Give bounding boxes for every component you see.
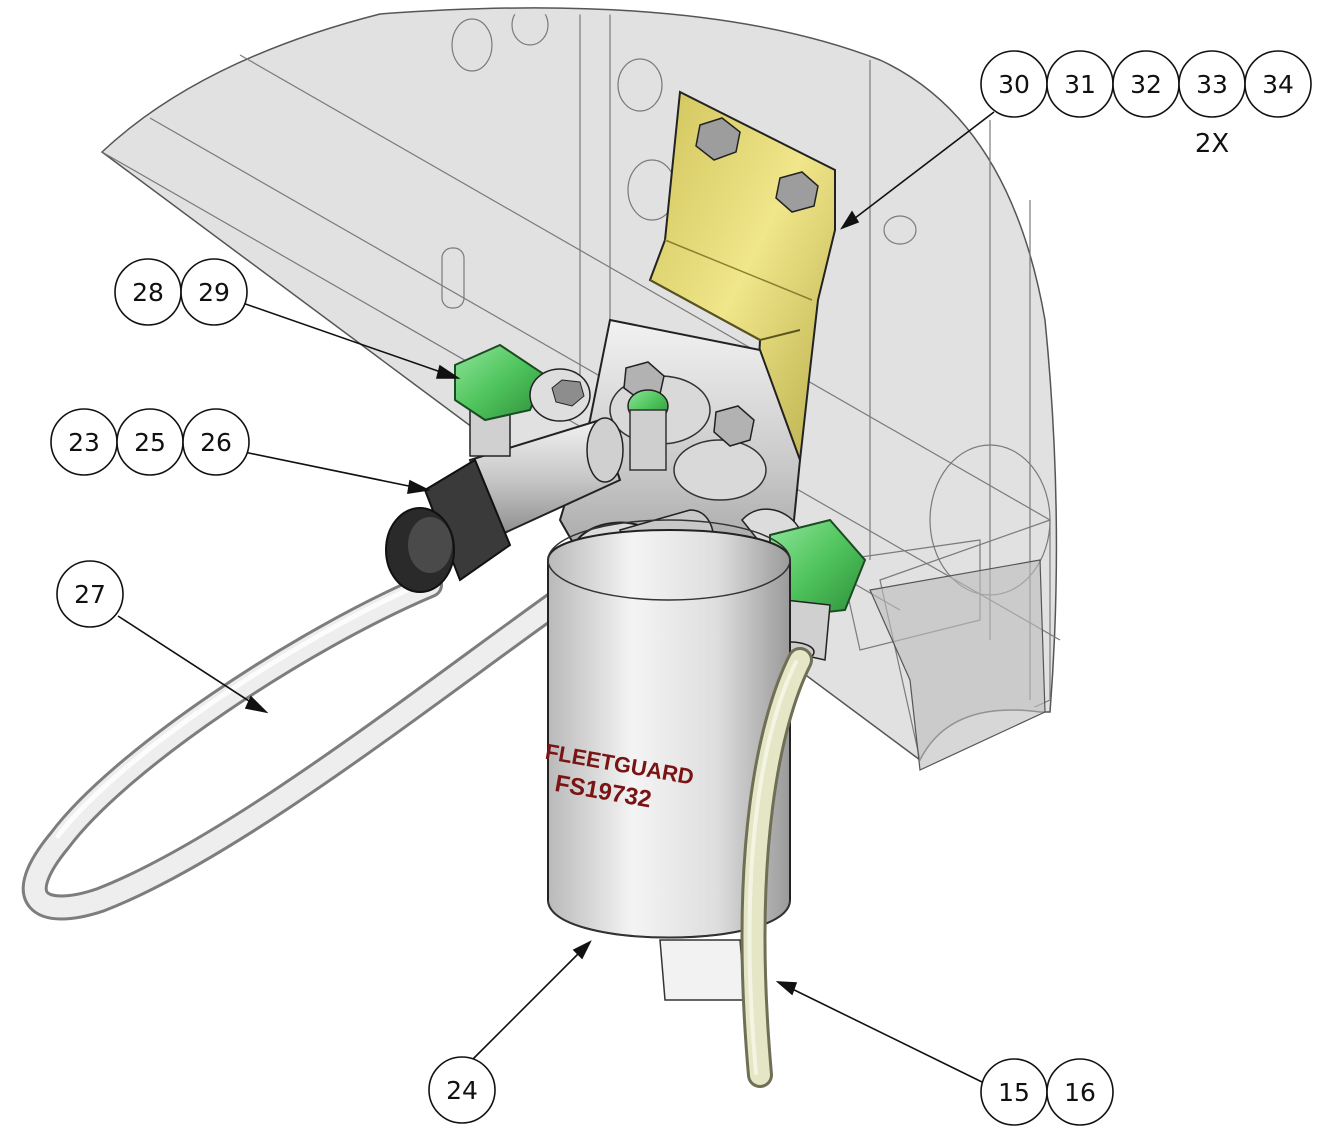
- leader-arrowhead: [572, 940, 592, 960]
- housing-panel-edge: [239, 54, 1051, 521]
- housing-hole: [511, 14, 549, 46]
- balloon-group-23-26: 23 25 26: [50, 408, 250, 476]
- balloon: [56, 560, 124, 628]
- balloon-label: 26: [200, 428, 232, 457]
- balloon: [180, 258, 248, 326]
- balloon: [1244, 50, 1312, 118]
- upper-elbow-fitting: [454, 343, 591, 457]
- leader-line: [233, 299, 459, 379]
- fuel-hose: [740, 647, 813, 1088]
- balloon: [428, 1056, 496, 1124]
- fuel-filter: FLEETGUARD FS19732: [543, 519, 791, 1001]
- balloon-label: 16: [1064, 1078, 1096, 1107]
- leader-arrowhead: [775, 981, 798, 996]
- balloon-label: 15: [998, 1078, 1030, 1107]
- balloon-label: 24: [446, 1076, 478, 1105]
- leader-lines: [117, 111, 995, 1083]
- balloon-label: 25: [134, 428, 166, 457]
- leader-arrowhead: [407, 479, 431, 494]
- housing-hole: [451, 18, 493, 72]
- leader-arrowhead: [244, 695, 269, 714]
- leader-line: [841, 111, 995, 229]
- balloon-label: 28: [132, 278, 164, 307]
- leader-line: [117, 615, 267, 713]
- housing-pin: [441, 247, 465, 309]
- leader-line: [777, 981, 983, 1083]
- balloon-label: 23: [68, 428, 100, 457]
- hex-bolt: [695, 117, 741, 161]
- head-port: [673, 439, 767, 501]
- balloon: [182, 408, 250, 476]
- return-hose: [21, 572, 573, 921]
- balloon-label: 29: [198, 278, 230, 307]
- balloon-label: 33: [1196, 70, 1228, 99]
- hex-bolt: [775, 171, 819, 213]
- quantity-note: 2X: [1195, 129, 1229, 159]
- housing-hole: [617, 58, 663, 112]
- balloon-group-27: 27: [56, 560, 124, 628]
- drain-valve: [659, 939, 746, 1001]
- mounting-bracket: [648, 90, 836, 462]
- leader-line: [243, 451, 429, 491]
- balloon-group-15-16: 15 16: [980, 1058, 1114, 1126]
- hex-bolt: [713, 405, 755, 447]
- balloon-group-28-29: 28 29: [114, 258, 248, 326]
- leader-line: [469, 941, 591, 1063]
- bleed-screw-body: [629, 409, 667, 471]
- balloon-label: 27: [74, 580, 106, 609]
- housing-block: [879, 519, 1051, 760]
- balloon-label: 31: [1064, 70, 1096, 99]
- balloon-label: 34: [1262, 70, 1294, 99]
- housing-lower-block: [869, 559, 1046, 771]
- balloon-label: 30: [998, 70, 1030, 99]
- balloon: [1046, 1058, 1114, 1126]
- balloon-group-30-34: 30 31 32 33 34 2X: [980, 50, 1312, 159]
- balloon-label: 32: [1130, 70, 1162, 99]
- balloon-group-24: 24: [428, 1056, 496, 1124]
- leader-arrowhead: [435, 364, 461, 379]
- leader-arrowhead: [840, 210, 860, 230]
- housing-hole: [883, 215, 917, 245]
